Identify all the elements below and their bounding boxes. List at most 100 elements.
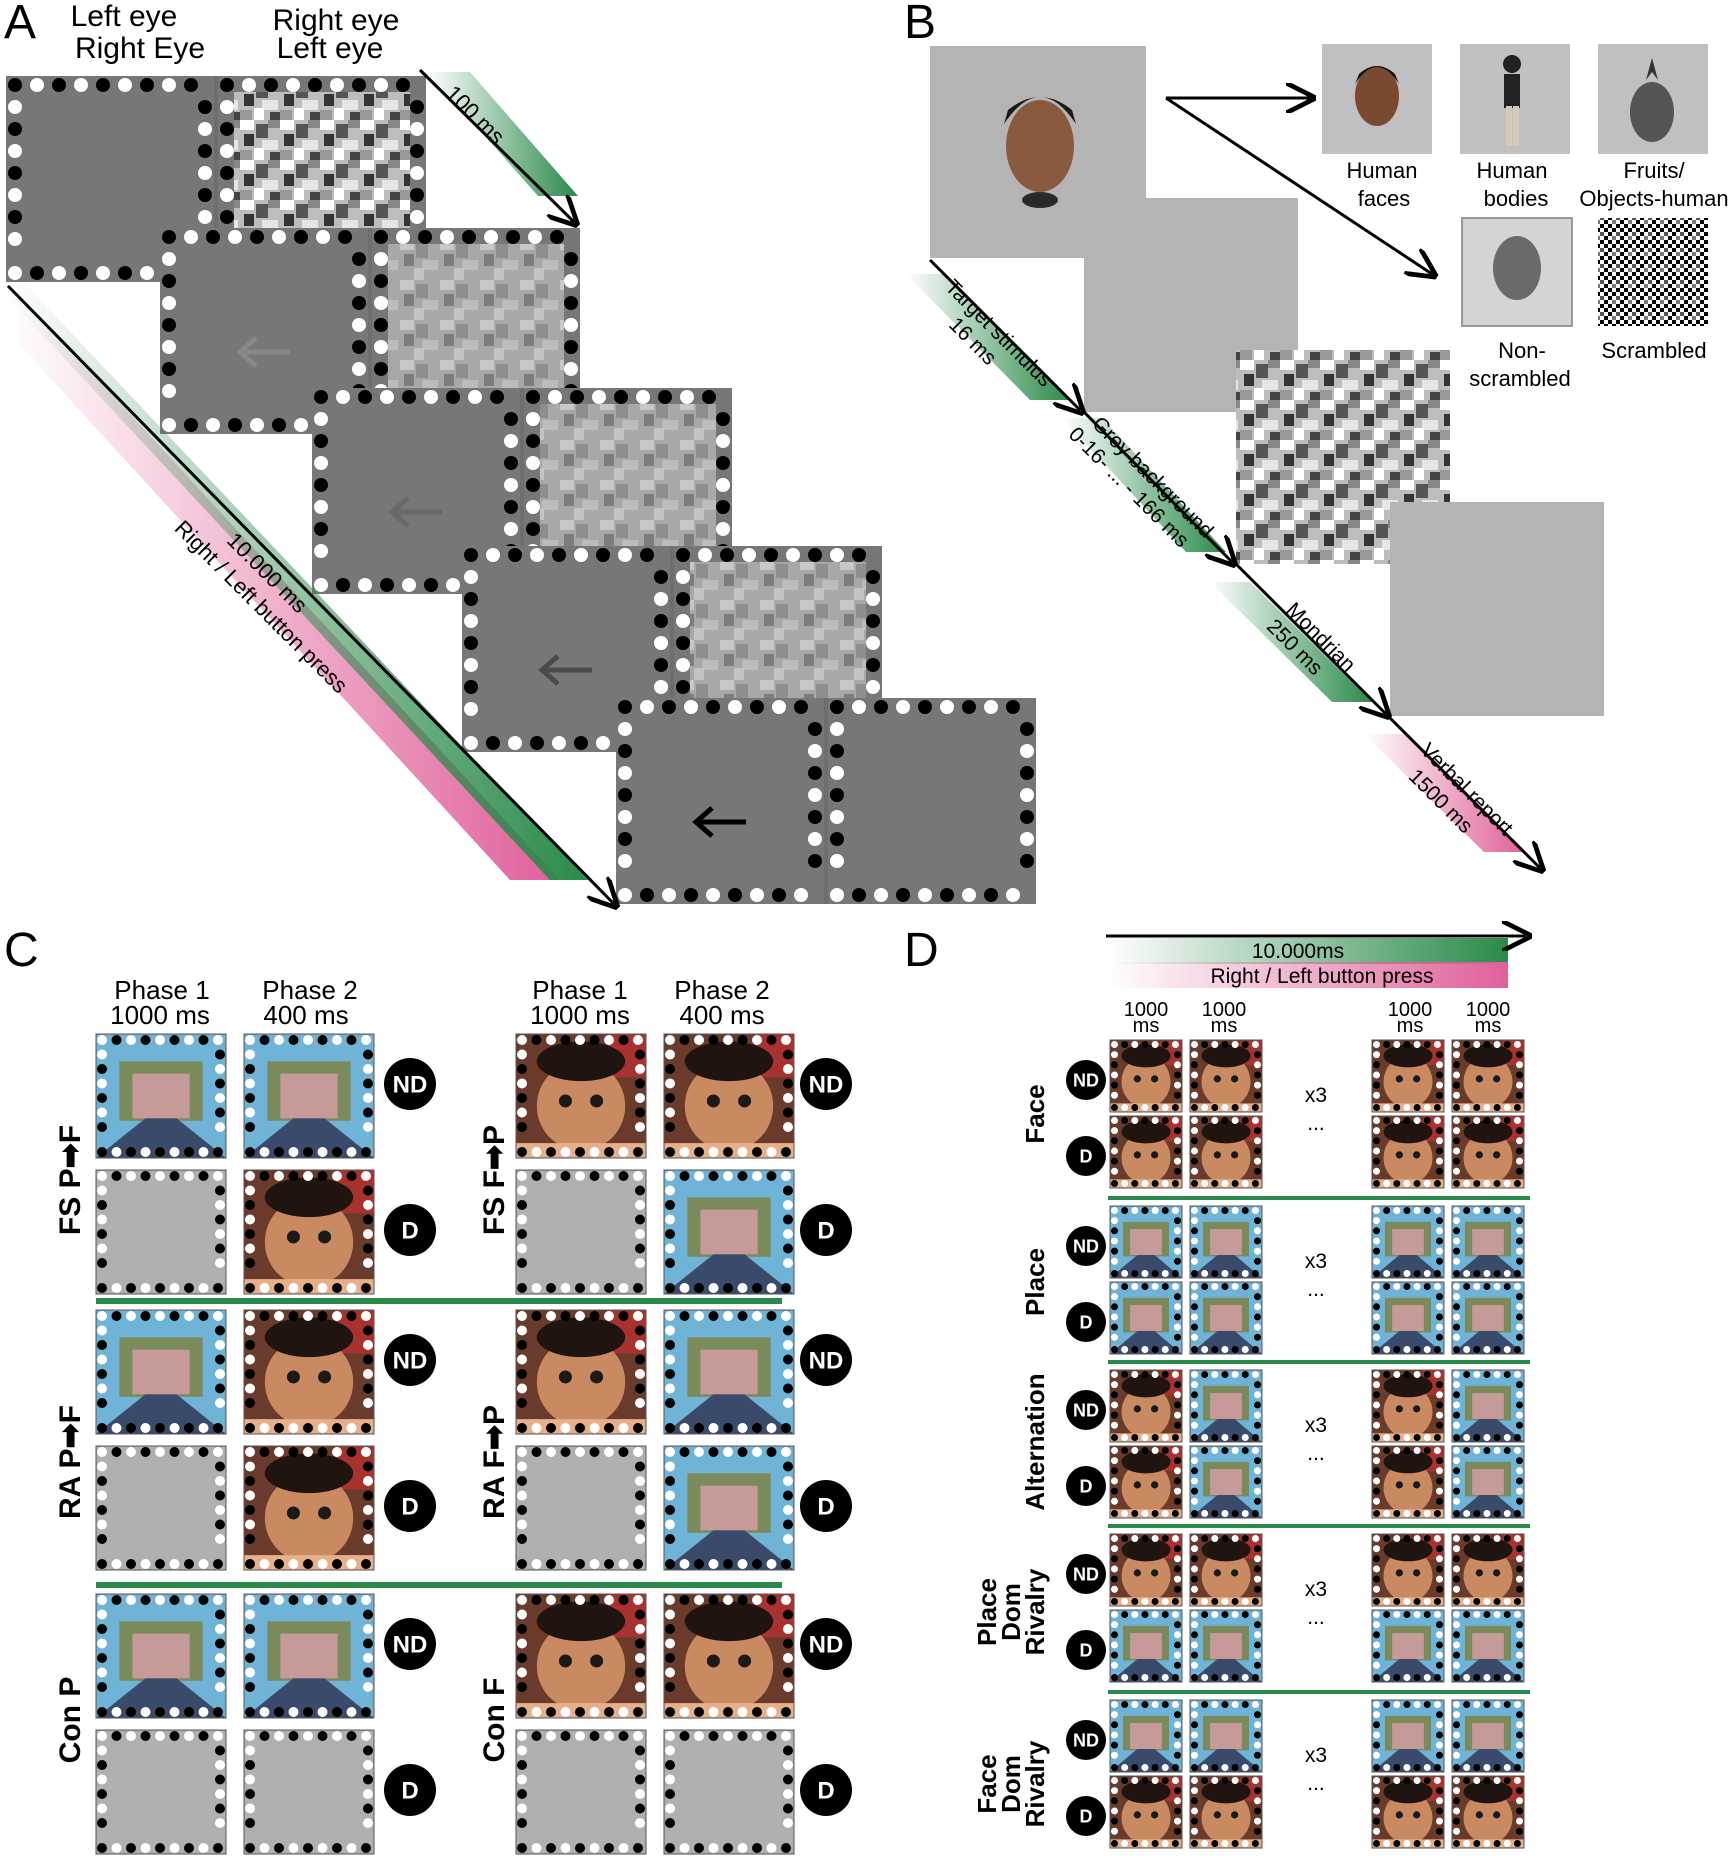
frame-dot (560, 1595, 571, 1605)
frame-dot (97, 1534, 107, 1544)
frame-dot (874, 888, 888, 902)
frame-dot (1254, 1247, 1261, 1255)
frame-dot (363, 1383, 373, 1394)
frame-dot (1191, 1257, 1198, 1265)
frame-dot (1373, 1621, 1380, 1629)
c-right-phase1: Phase 1 (532, 975, 627, 1005)
frame-dot (184, 1595, 194, 1605)
frame-dot (1516, 1167, 1523, 1175)
frame-dot (1403, 1510, 1411, 1517)
frame-dot (635, 1200, 645, 1210)
frame-dot (184, 1283, 194, 1293)
frame-dot (97, 1147, 107, 1157)
frame-dot (665, 1490, 675, 1501)
frame-dot (245, 1534, 255, 1544)
frame-dot (1436, 1081, 1443, 1089)
frame-dot (220, 188, 234, 202)
frame-dot (1403, 1535, 1411, 1542)
frame-dot (1111, 1457, 1118, 1465)
frame-dot (1373, 1051, 1380, 1059)
frame-dot (1373, 1711, 1380, 1719)
frame-dot (314, 500, 328, 514)
frame-dot (1131, 1346, 1139, 1353)
frame-dot (1191, 1227, 1198, 1235)
frame-dot (215, 1760, 225, 1770)
frame-dot (1151, 1270, 1159, 1277)
frame-dot (1111, 1674, 1118, 1681)
frame-dot (332, 1311, 342, 1321)
stimulus-tile-blank (243, 1729, 375, 1855)
frame-dot (140, 1311, 151, 1321)
frame-dot (830, 810, 844, 824)
frame-dot (1191, 1565, 1198, 1573)
frame-dot (752, 1595, 762, 1605)
frame-dot (665, 1595, 675, 1605)
frame-dot (604, 1423, 614, 1433)
frame-dot (1453, 1751, 1460, 1759)
frame-dot (984, 888, 998, 902)
frame-dot (155, 1447, 165, 1457)
frame-dot (1174, 1555, 1181, 1563)
frame-dot (1231, 1447, 1239, 1454)
face-image (664, 1594, 794, 1718)
repeat-label: x3 (1305, 1744, 1327, 1767)
frame-dot (1436, 1381, 1443, 1389)
frame-dot (1131, 1535, 1139, 1542)
frame-dot (346, 1283, 357, 1293)
frame-dot (1221, 1510, 1229, 1517)
frame-dot (308, 78, 322, 92)
frame-dot (737, 1707, 748, 1717)
frame-dot (633, 1283, 643, 1293)
frame-dot (1373, 1371, 1380, 1378)
frame-dot (1111, 1421, 1118, 1429)
badge-non-dominant-label: ND (1073, 1236, 1099, 1256)
face-image (1110, 1116, 1182, 1188)
frame-dot (635, 1258, 645, 1268)
frame-dot (679, 1707, 690, 1717)
frame-dot (783, 1383, 793, 1394)
frame-dot (1111, 1257, 1118, 1265)
frame-dot (446, 390, 460, 404)
frame-dot (1111, 1323, 1118, 1331)
face-image (1110, 1534, 1182, 1606)
frame-dot (530, 736, 544, 750)
c-row-label-left-1: FS P➡F (54, 1125, 87, 1235)
frame-dot (1373, 1104, 1380, 1111)
frame-dot (288, 1283, 299, 1293)
frame-dot (1393, 1764, 1401, 1771)
frame-dot (363, 1476, 373, 1486)
frame-dot (723, 1595, 733, 1605)
frame-dot (1433, 1510, 1441, 1517)
frame-dot (215, 1340, 225, 1350)
frame-dot (1254, 1303, 1261, 1311)
badge-dominant-label: D (817, 1778, 834, 1805)
frame-dot (737, 1035, 748, 1045)
place-image (1190, 1700, 1262, 1772)
frame-dot (1161, 1535, 1169, 1542)
frame-dot (1413, 1180, 1421, 1187)
frame-dot (560, 1035, 571, 1045)
frame-dot (1436, 1641, 1443, 1649)
frame-dot (363, 1760, 373, 1770)
frame-dot (1174, 1731, 1181, 1739)
frame-dot (169, 1171, 180, 1181)
frame-dot (737, 1423, 748, 1433)
place-image (1110, 1282, 1182, 1354)
ellipsis-label: ... (1307, 1278, 1325, 1301)
frame-dot (1436, 1467, 1443, 1475)
frame-dot (1516, 1391, 1523, 1399)
frame-dot (215, 1490, 225, 1501)
frame-dot (679, 1559, 690, 1569)
frame-dot (1171, 1041, 1179, 1048)
frame-dot (618, 1311, 629, 1321)
frame-dot (716, 500, 730, 514)
frame-dot (346, 1147, 357, 1157)
frame-dot (1493, 1180, 1501, 1187)
stimulus-tile-face (515, 1593, 647, 1719)
frame-dot (1413, 1207, 1421, 1214)
frame-dot (1121, 1447, 1129, 1454)
badge-dominant-label: D (1080, 1146, 1093, 1166)
frame-dot (1174, 1711, 1181, 1719)
frame-dot (1254, 1751, 1261, 1759)
frame-dot (184, 1559, 194, 1569)
